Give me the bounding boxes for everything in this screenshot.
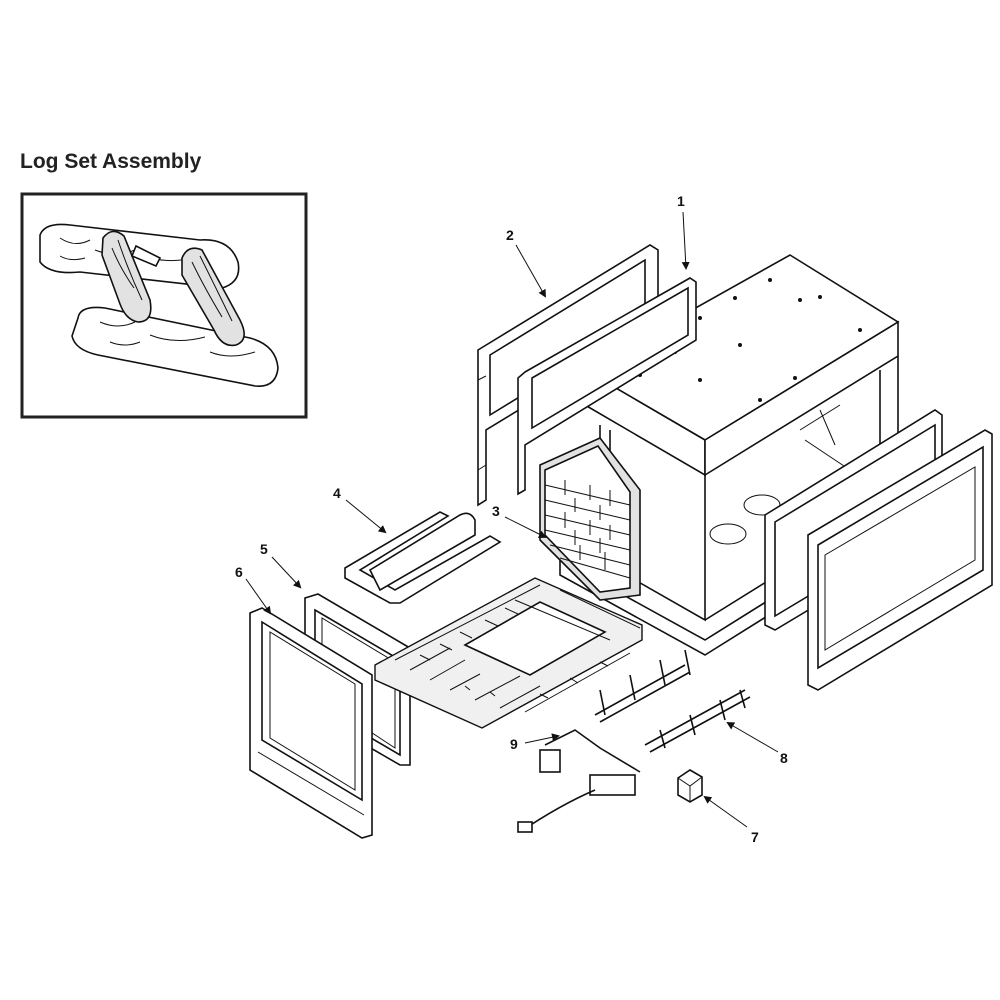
callout-5: 5: [260, 541, 268, 557]
callout-1: 1: [677, 193, 685, 209]
callout-labels: 1 2 3 4 5 6 7 8 9: [235, 193, 788, 845]
log-set-inset: [20, 192, 308, 419]
diagram-title: Log Set Assembly: [20, 150, 202, 173]
right-frames: [764, 409, 993, 691]
front-panel-6: [249, 607, 373, 839]
rear-frames: [477, 244, 697, 507]
receiver-box: [677, 769, 703, 803]
callout-7: 7: [751, 829, 759, 845]
gas-valve-assembly: [517, 729, 641, 833]
callout-leaders: [245, 211, 779, 828]
firebox: [559, 254, 906, 656]
callout-8: 8: [780, 750, 788, 766]
burner-frame: [344, 511, 502, 604]
brick-side-panel: [539, 437, 641, 601]
log-grates: [594, 649, 751, 753]
callout-4: 4: [333, 485, 341, 501]
callout-9: 9: [510, 736, 518, 752]
brick-floor: [374, 577, 643, 729]
callout-3: 3: [492, 503, 500, 519]
callout-2: 2: [506, 227, 514, 243]
callout-6: 6: [235, 564, 243, 580]
